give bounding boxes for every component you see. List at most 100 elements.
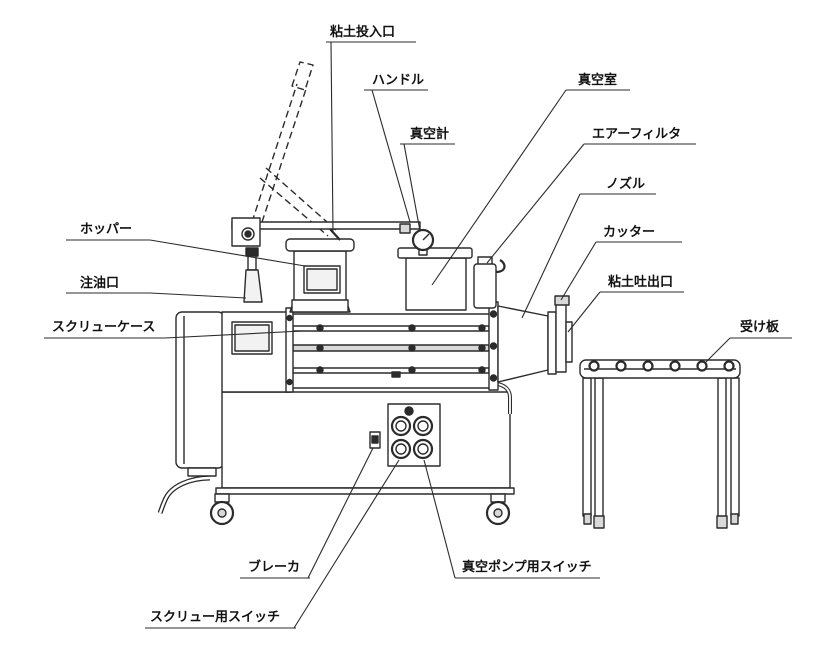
base-frame bbox=[215, 487, 515, 495]
clay-outlet bbox=[565, 321, 573, 363]
callout-oil-inlet: 注油口 bbox=[66, 275, 247, 299]
cabinet bbox=[209, 391, 515, 526]
callout-text: ハンドル bbox=[372, 73, 424, 88]
leader-line bbox=[431, 89, 567, 286]
bolt bbox=[408, 324, 416, 332]
leader-line bbox=[560, 241, 597, 301]
leader-line bbox=[521, 193, 581, 319]
cutter-handle bbox=[554, 295, 570, 306]
bolt bbox=[316, 344, 324, 352]
pipe-core bbox=[497, 383, 511, 414]
callout-text: カッター bbox=[603, 225, 655, 240]
callout-text: ブレーカ bbox=[248, 559, 300, 575]
bolt bbox=[478, 344, 486, 352]
leader-line bbox=[486, 143, 585, 264]
bolt bbox=[478, 366, 486, 374]
air-filter-body bbox=[473, 263, 497, 309]
cable-core bbox=[158, 476, 211, 514]
callout-text: 受け板 bbox=[740, 319, 780, 335]
board-roller bbox=[696, 360, 708, 372]
vacuum-gauge bbox=[411, 228, 435, 256]
cutter-frame bbox=[555, 301, 567, 373]
vacuum-chamber bbox=[397, 247, 473, 311]
oil-inlet-cap bbox=[245, 247, 259, 257]
board-leg bbox=[717, 377, 727, 519]
leader-line bbox=[423, 459, 456, 579]
board-leg bbox=[582, 377, 592, 517]
bolt bbox=[489, 342, 498, 350]
bolt bbox=[489, 310, 498, 318]
air-filter bbox=[473, 256, 506, 309]
board-foot bbox=[716, 515, 728, 529]
board-foot bbox=[730, 513, 739, 525]
bolt bbox=[478, 324, 486, 332]
breaker bbox=[369, 431, 381, 449]
handle-raised-rail-right bbox=[261, 85, 308, 223]
motor-housing bbox=[175, 311, 225, 477]
vacuum-gauge-needle bbox=[422, 233, 430, 241]
breaker-lever bbox=[371, 435, 379, 444]
switch-button-inner bbox=[417, 420, 429, 432]
caster-hub-right bbox=[493, 508, 503, 518]
caster-bracket-left bbox=[214, 493, 230, 503]
leader-line bbox=[164, 330, 303, 339]
callout-text: ホッパー bbox=[80, 222, 132, 237]
bolt bbox=[408, 366, 416, 374]
leader-line bbox=[330, 41, 334, 233]
switch-button-inner bbox=[395, 420, 407, 432]
board-roller bbox=[615, 360, 627, 372]
side-pipe bbox=[497, 382, 512, 414]
callout-text: 真空ポンプ用スイッチ bbox=[462, 559, 592, 575]
hopper-rim bbox=[285, 238, 355, 252]
leader-line bbox=[371, 89, 411, 223]
bolt bbox=[408, 344, 416, 352]
air-filter-hose bbox=[495, 259, 506, 274]
vacuum-chamber-body bbox=[405, 257, 467, 311]
leader-line bbox=[307, 447, 374, 579]
callout-screw-switch: スクリュー用スイッチ bbox=[145, 459, 400, 629]
callout-clay-inlet: 粘土投入口 bbox=[326, 24, 416, 233]
caster-bracket-right bbox=[490, 493, 506, 503]
nozzle-flange bbox=[547, 311, 557, 375]
callout-text: 真空計 bbox=[410, 126, 449, 142]
handle-raised-rail-left bbox=[251, 83, 298, 223]
hopper bbox=[285, 238, 355, 313]
leader-line bbox=[149, 292, 247, 299]
callout-vacuum-pump-switch: 真空ポンプ用スイッチ bbox=[423, 459, 600, 579]
oil-inlet bbox=[243, 247, 263, 303]
leader-line bbox=[293, 459, 400, 629]
motor-foot bbox=[187, 467, 217, 477]
handle-raised-grip bbox=[291, 61, 314, 91]
vacuum-chamber-lid bbox=[397, 247, 473, 259]
flange-left bbox=[285, 307, 294, 393]
callout-text: 粘土吐出口 bbox=[607, 274, 673, 290]
linkage-raised-lower bbox=[259, 177, 329, 237]
board-foot bbox=[583, 513, 592, 525]
handle-end-block bbox=[399, 223, 411, 234]
board-roller bbox=[723, 360, 735, 372]
board-roller bbox=[669, 360, 681, 372]
indicator-lamp bbox=[404, 406, 414, 416]
board-roller bbox=[642, 360, 654, 372]
callout-clay-outlet: 粘土吐出口 bbox=[567, 274, 684, 333]
hopper-window-glass bbox=[306, 268, 338, 291]
hopper-base-plate bbox=[291, 299, 349, 313]
drain-plug bbox=[391, 371, 401, 378]
linkage-raised-upper bbox=[265, 167, 337, 231]
callout-screw-case: スクリューケース bbox=[44, 320, 303, 339]
bolt bbox=[286, 378, 293, 386]
nozzle bbox=[497, 305, 549, 383]
leader-line bbox=[567, 291, 601, 333]
screw-case bbox=[221, 301, 499, 393]
callout-text: 粘土投入口 bbox=[329, 24, 395, 40]
handle bbox=[231, 217, 421, 247]
caster-hub-left bbox=[217, 508, 227, 518]
callout-vacuum-chamber: 真空室 bbox=[431, 72, 630, 286]
nozzle-assembly bbox=[497, 295, 573, 383]
receiving-board bbox=[579, 359, 741, 529]
leader-line bbox=[149, 239, 306, 267]
callout-text: 真空室 bbox=[578, 72, 617, 88]
plunger-rod bbox=[329, 228, 341, 241]
oil-inlet-body bbox=[243, 269, 263, 303]
